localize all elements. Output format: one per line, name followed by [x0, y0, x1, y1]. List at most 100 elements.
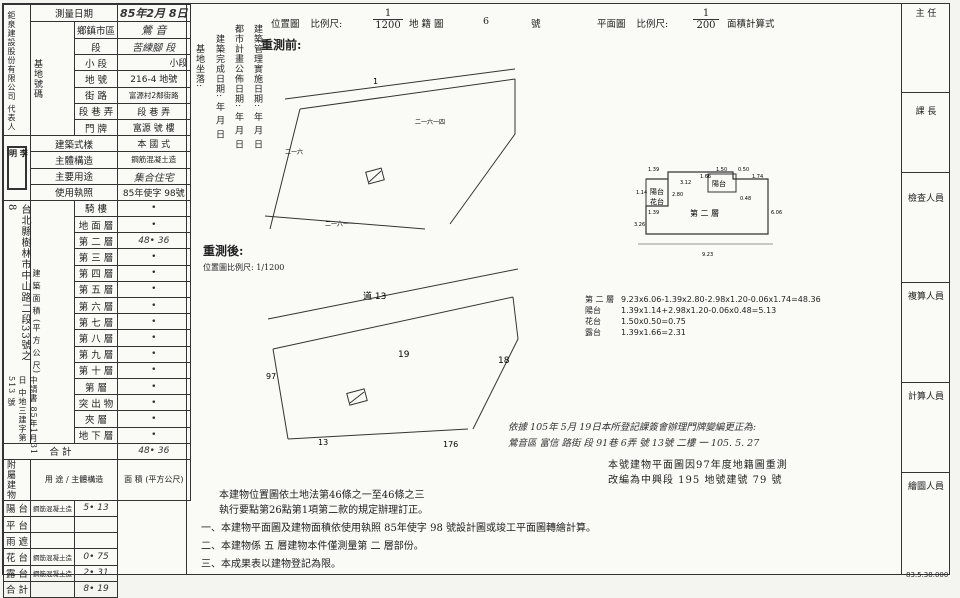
after-survey-title: 重測後:: [203, 244, 244, 258]
floor-name: 地 下 層: [74, 426, 119, 444]
applicant-cell: 鉅泉建設股份有限公司 代表人 李明: [2, 3, 32, 137]
landno-value: 216-4 地號: [117, 70, 191, 88]
after-road-top2: [272, 296, 514, 350]
annex-vertical: 附屬建物: [5, 459, 15, 500]
dim-150: 1.50: [716, 167, 727, 173]
struct-label: 主體構造: [30, 151, 119, 169]
floor-name: 第 七 層: [74, 313, 119, 331]
after-right-boundary: [472, 296, 519, 430]
survey-date-value: 85年2月 8日: [117, 4, 191, 22]
build-style-value: 本 國 式: [117, 135, 191, 153]
annex-header-use: 用 途 / 主體構造: [30, 458, 119, 501]
area-calc-label: 陽台: [585, 306, 601, 315]
lane-label: 段 巷 弄: [74, 102, 119, 120]
base-label: 基地號碼: [32, 58, 43, 99]
floor-name: 第 五 層: [74, 280, 119, 299]
annex-row: 平 台: [2, 516, 191, 534]
note-item-1: 一、本建物平面圖及建物面積依使用執照 85年使字 98 號設計圖或竣工平面圖轉繪…: [201, 523, 596, 534]
before-right-boundary: [449, 79, 516, 225]
loc-scale-label: 比例尺:: [310, 19, 343, 30]
floor-area: •: [117, 296, 191, 315]
note-item-3: 三、本成果表以建物登記為限。: [201, 559, 341, 570]
annex-struct: [30, 516, 76, 534]
before-bottom-boundary: [265, 215, 426, 230]
dim-166: 1.66: [700, 174, 711, 180]
plan-scale-fraction: 1 200: [693, 8, 719, 31]
floor-name: 第 六 層: [74, 296, 119, 315]
area-calc-label: 花台: [585, 317, 601, 326]
after-hatch: [349, 391, 365, 404]
renumber-line-1: 依據 105年 5月 19日本所登記課簽會辦理門牌變編更正為:: [508, 422, 757, 433]
floor-row: 第 三 層•: [4, 248, 191, 266]
dim-114: 1.14: [636, 190, 647, 196]
location-map-header: 位置圖 比例尺:: [271, 16, 342, 30]
floor-area: •: [117, 377, 191, 396]
law-line-2: 執行要點第26點第1項第二款的規定辦理訂正。: [219, 505, 429, 516]
after-left-boundary: [272, 348, 289, 440]
street-label: 街 路: [74, 86, 119, 104]
floor-name: 騎 樓: [74, 199, 119, 218]
note-item-2: 二、本建物係 五 層建物本件僅測量第 二 層部份。: [201, 541, 424, 552]
city-plan-date-col: 都市計畫公佈日期: 年 月 日: [233, 24, 243, 150]
annex-area: [74, 516, 119, 534]
renumber-line-3: 本號建物平面圖因97年度地籍圖重測: [608, 460, 788, 471]
permit-label: 使用執照: [30, 183, 119, 201]
before-road-top2: [299, 78, 516, 110]
approval-drafter: 繪圖人員: [907, 482, 944, 492]
build-style-label: 建築式樣: [30, 135, 119, 153]
loc-scale-num: 1: [384, 8, 392, 19]
floor-outline: [645, 171, 769, 235]
approval-column: 主 任 課 長 檢查人員 複算人員 計算人員 繪圖人員: [901, 4, 950, 574]
floor-area: •: [117, 410, 191, 428]
before-parcel-a: 二一六一四: [415, 118, 445, 126]
lane-value: 段 巷 弄: [117, 102, 191, 120]
approval-section-chief: 課 長: [902, 92, 950, 173]
base-location-col: 基地坐落:: [194, 44, 204, 89]
location-map-label: 位置圖: [271, 19, 300, 30]
floor-name: 第 九 層: [74, 345, 119, 363]
building-area-label: 建 築 面 積 (平 方 公 尺): [32, 269, 42, 375]
floor-row: 第 十 層•: [4, 361, 191, 379]
before-road-label: 1: [373, 77, 378, 86]
gate-label: 門 牌: [74, 118, 119, 137]
floor-row: 第 五 層•: [4, 280, 191, 299]
area-calc-formula: 1.39x1.14+2.98x1.20-0.06x0.48=5.13: [621, 306, 777, 315]
annex-area: 5• 13: [74, 499, 119, 518]
floor-name: 第 十 層: [74, 361, 119, 379]
plan-label: 平面圖: [597, 19, 626, 30]
annex-use: 露 台: [2, 564, 32, 582]
bottom-notes: 本建物位置圖依土地法第46條之一至46條之三 執行要點第26點第1項第二款的規定…: [201, 486, 596, 570]
cadastral-no: 6: [483, 16, 490, 27]
after-scale-note: 位置圖比例尺: 1/1200: [203, 263, 285, 272]
annex-area: 8• 19: [74, 580, 119, 598]
annex-area: 0• 75: [74, 548, 119, 566]
dim-326: 3.26: [634, 222, 645, 228]
renumber-line-4: 改編為中興段 195 地號建號 79 號: [608, 475, 783, 486]
approval-inspector: 檢查人員: [902, 172, 950, 283]
permit-value: 85年使字 98號: [117, 183, 191, 201]
owner-stamp: 明 李 印: [7, 146, 30, 190]
section-label: 段: [74, 37, 119, 56]
before-survey-map: 1 二一六一四 二一六 二一六一一: [265, 68, 516, 230]
after-building-mark: [346, 388, 368, 406]
plan-calc-label: 面積計算式: [727, 19, 775, 30]
after-road-top: [267, 268, 519, 320]
area-calc-formula: 1.50x0.50=0.75: [621, 317, 686, 326]
applicant-company: 鉅泉建設股份有限公司 代表人 李明: [7, 11, 16, 136]
floor-area: •: [117, 280, 191, 299]
balcony-left-box: [645, 178, 669, 207]
dim-174: 1.74: [752, 174, 763, 180]
floor-name: 第 二 層: [74, 232, 119, 250]
subsection-label: 小 段: [74, 54, 119, 72]
annex-struct: 鋼筋混凝土造: [30, 548, 76, 566]
gate-value: 富源 號 樓: [117, 118, 191, 137]
after-parcel-19: 19: [398, 350, 410, 360]
area-calc-row: 陽台 1.39x1.14+2.98x1.20-0.06x0.48=5.13: [585, 305, 821, 316]
after-bottom-boundary: [287, 428, 469, 440]
annex-struct: 鋼筋混凝土造: [30, 499, 76, 518]
annex-header-area: 面 積 (平方公尺): [117, 458, 191, 501]
floor-area: •: [117, 426, 191, 444]
